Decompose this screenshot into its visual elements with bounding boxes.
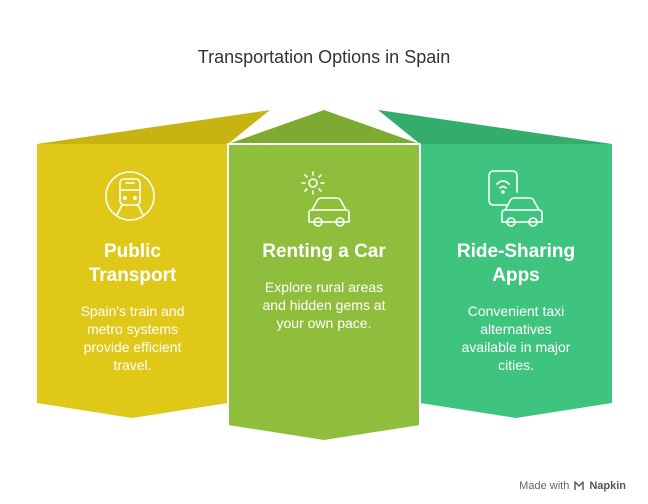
option-title-line: Renting a Car	[262, 241, 386, 262]
option-description-line: your own pace.	[276, 315, 372, 331]
option-description-ride-sharing-apps: Convenient taxi alternatives available i…	[420, 302, 612, 374]
option-description-line: provide efficient	[83, 339, 182, 355]
option-description-line: Spain's train and	[80, 303, 185, 319]
option-description-line: travel.	[113, 357, 152, 373]
green-column-top	[228, 110, 420, 144]
option-title-line: Apps	[492, 265, 540, 286]
option-title-ride-sharing-apps: Ride-Sharing Apps	[420, 240, 612, 288]
option-title-line: Transport	[88, 265, 177, 286]
yellow-column-top	[37, 110, 270, 144]
option-description-line: Convenient taxi	[467, 303, 565, 319]
teal-column	[420, 144, 612, 418]
option-title-renting-a-car: Renting a Car	[228, 240, 420, 264]
option-description-line: available in major	[461, 339, 571, 355]
train-icon	[105, 171, 155, 221]
option-description-line: Explore rural areas	[264, 279, 384, 295]
page-title: Transportation Options in Spain	[197, 47, 451, 67]
car-sun-icon	[301, 171, 350, 227]
option-description-line: cities.	[498, 357, 534, 373]
option-title-public-transport: Public Transport	[37, 240, 228, 288]
option-description-line: alternatives	[480, 321, 552, 337]
option-description-renting-a-car: Explore rural areas and hidden gems at y…	[228, 278, 420, 332]
teal-column-top	[378, 110, 612, 144]
made-with-credit: Made with Napkin	[519, 480, 626, 492]
option-description-line: and hidden gems at	[262, 297, 386, 313]
option-description-line: metro systems	[86, 321, 178, 337]
napkin-logo-icon	[574, 481, 585, 490]
phone-car-icon	[488, 170, 543, 227]
green-column	[227, 143, 421, 443]
credit-prefix: Made with	[519, 480, 570, 492]
yellow-column	[37, 144, 228, 418]
credit-brand: Napkin	[589, 480, 626, 492]
option-title-line: Public	[103, 241, 161, 262]
option-title-line: Ride-Sharing	[456, 241, 576, 262]
option-description-public-transport: Spain's train and metro systems provide …	[37, 302, 228, 374]
